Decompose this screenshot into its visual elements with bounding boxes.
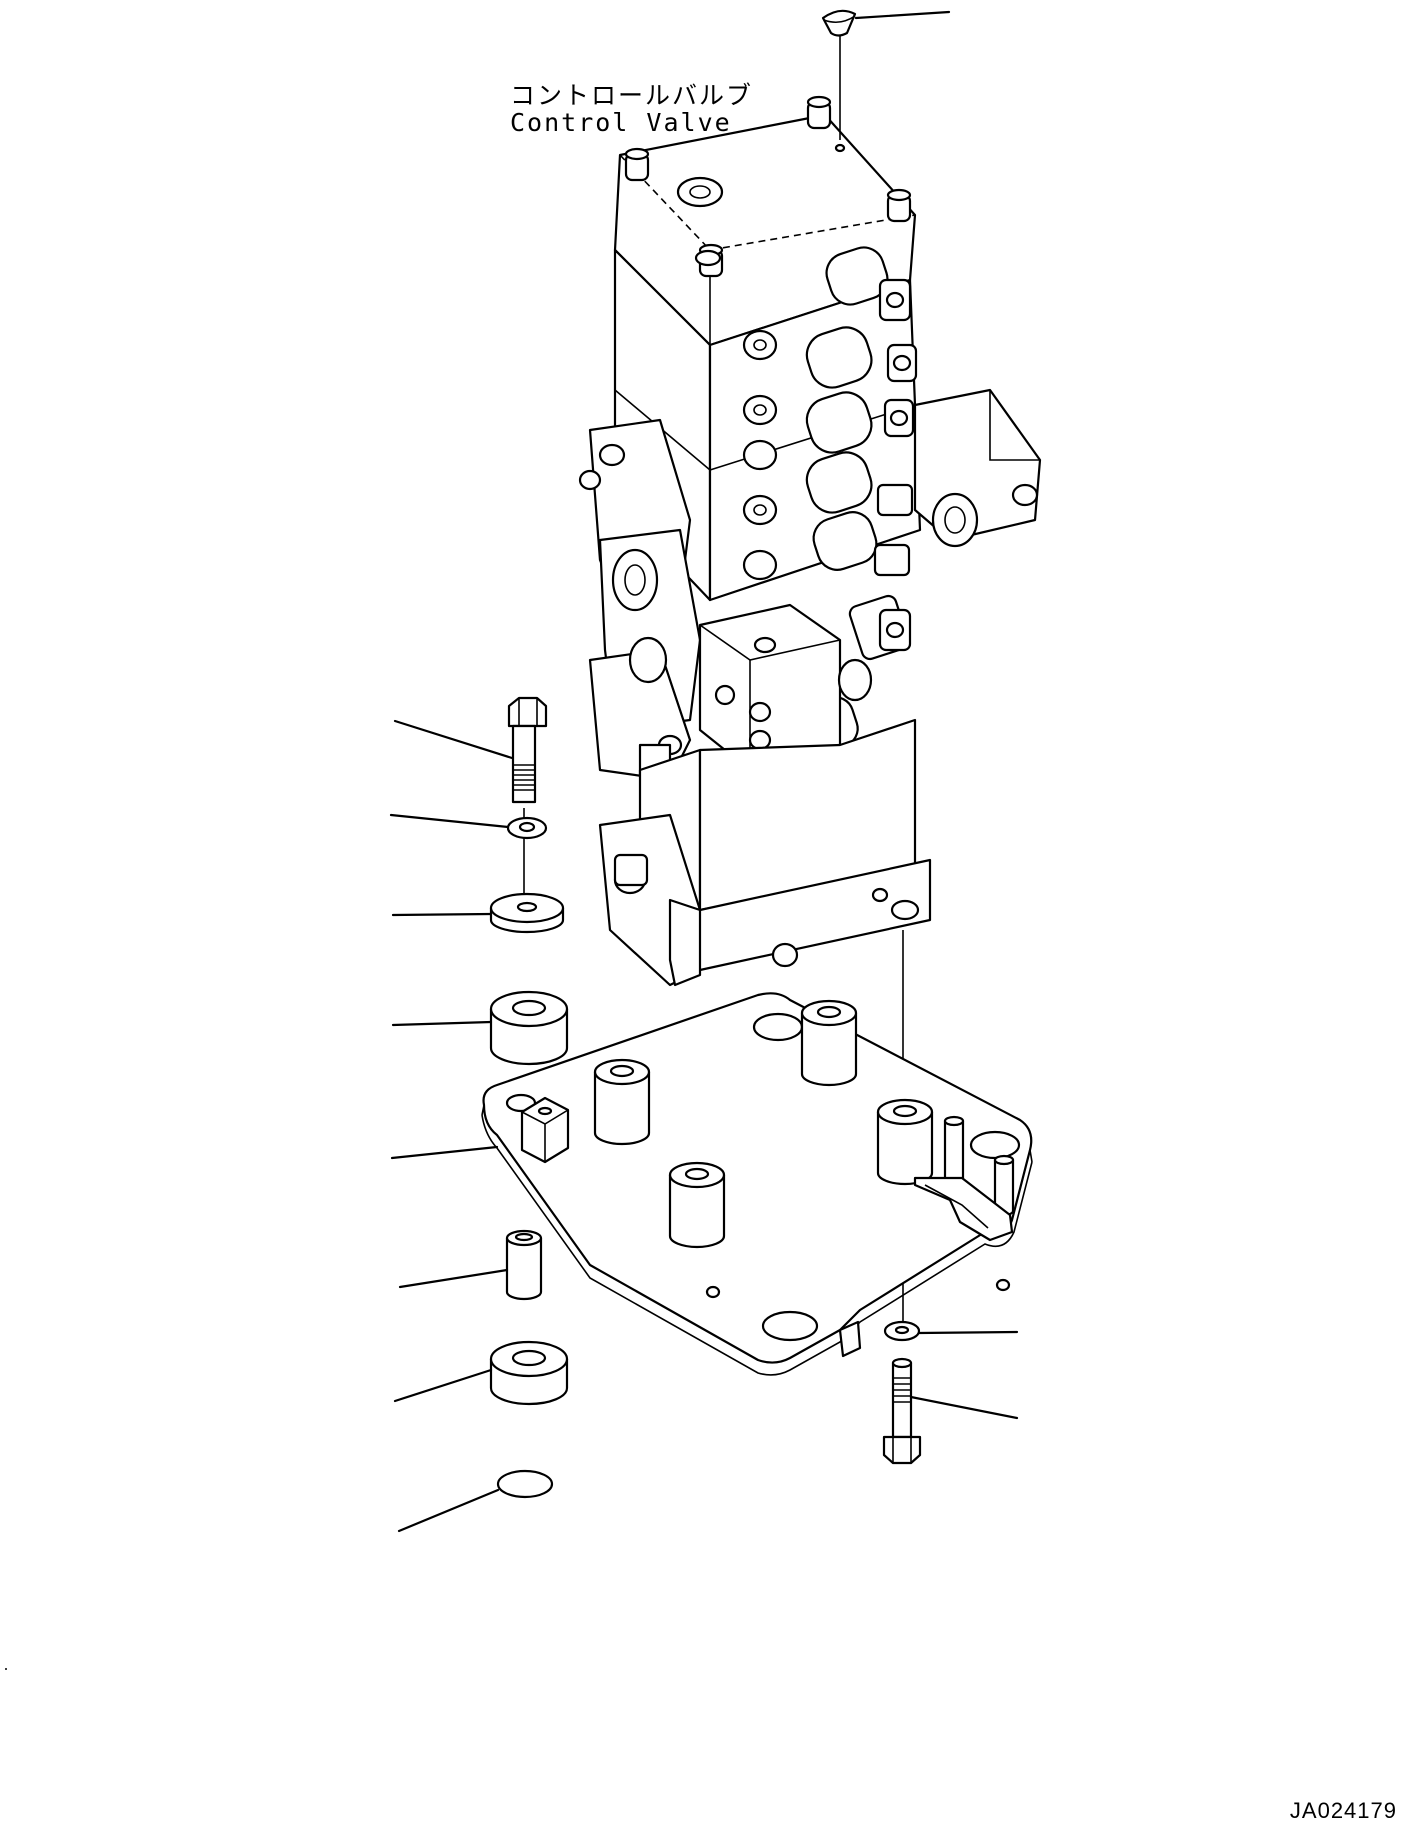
flat-washer: [489, 892, 565, 934]
top-plug: [821, 9, 857, 37]
callout-leader: [390, 1145, 499, 1160]
callout-leader: [393, 1368, 493, 1403]
callout-leader: [397, 1488, 500, 1533]
right-hex-bolt: [882, 1357, 922, 1465]
callout-leader: [398, 1268, 509, 1289]
callout-leader: [917, 1330, 1019, 1335]
callout-leader: [391, 912, 493, 917]
figure-reference-code: JA024179: [1289, 1798, 1397, 1823]
lower-rubber-cushion: [489, 1340, 569, 1406]
component-label-english: Control Valve: [510, 108, 732, 137]
spacer-collar: [505, 1229, 543, 1301]
lock-washer: [506, 816, 548, 840]
cap-bolt: [624, 95, 912, 278]
square-stop-block: [520, 1096, 570, 1164]
component-label-japanese: コントロールバルブ: [510, 81, 754, 110]
right-washer: [883, 1320, 921, 1342]
callout-leader: [854, 10, 951, 20]
control-valve-assembly: [578, 95, 1042, 987]
callout-leader: [391, 1020, 493, 1027]
hex-bolt: [507, 696, 548, 804]
callout-leader: [909, 1395, 1019, 1420]
callout-leader: [389, 813, 510, 829]
plate-boss: [593, 999, 934, 1249]
wire-guard: [913, 1115, 1015, 1242]
rubber-cushion: [489, 990, 569, 1066]
callout-leader: [393, 719, 514, 760]
cap-seal: [496, 1469, 554, 1499]
